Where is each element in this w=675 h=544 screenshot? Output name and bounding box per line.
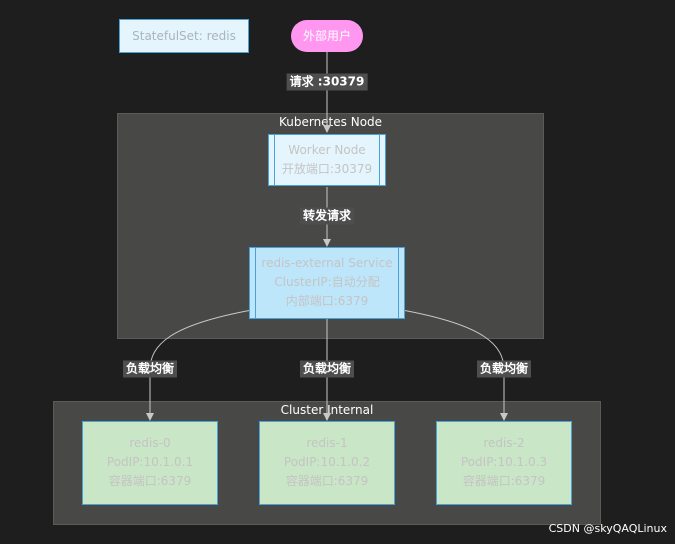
redis-1-pod-node: redis-1 PodIP:10.1.0.2 容器端口:6379 (259, 421, 395, 505)
pod-name: redis-1 (306, 436, 348, 450)
edge-label-request: 请求 :30379 (286, 73, 368, 91)
edge-label-lb-right: 负载均衡 (476, 360, 532, 378)
service-inner-border-right (398, 248, 399, 318)
service-internal-port: 内部端口:6379 (285, 294, 369, 308)
kubernetes-node-title: Kubernetes Node (278, 115, 383, 129)
service-name: redis-external Service (261, 256, 393, 270)
external-user-node: 外部用户 (291, 20, 363, 52)
worker-node-title: Worker Node (288, 143, 366, 157)
worker-node-port: 开放端口:30379 (281, 162, 373, 176)
pod-ip: PodIP:10.1.0.1 (106, 455, 194, 469)
redis-0-pod-node: redis-0 PodIP:10.1.0.1 容器端口:6379 (82, 421, 218, 505)
pod-ip: PodIP:10.1.0.3 (460, 455, 548, 469)
statefulset-node: StatefulSet: redis (119, 19, 249, 53)
edge-label-lb-left: 负载均衡 (122, 360, 178, 378)
pod-name: redis-2 (483, 436, 525, 450)
service-inner-border-left (255, 248, 256, 318)
edge-label-forward: 转发请求 (299, 207, 355, 225)
pod-name: redis-0 (129, 436, 171, 450)
worker-node-inner-border-right (379, 135, 380, 185)
pod-port: 容器端口:6379 (462, 474, 546, 488)
worker-node: Worker Node 开放端口:30379 (268, 134, 386, 186)
redis-external-service-node: redis-external Service ClusterIP:自动分配 内部… (249, 247, 405, 319)
pod-port: 容器端口:6379 (285, 474, 369, 488)
pod-ip: PodIP:10.1.0.2 (283, 455, 371, 469)
service-cluster-ip: ClusterIP:自动分配 (274, 275, 380, 289)
redis-2-pod-node: redis-2 PodIP:10.1.0.3 容器端口:6379 (436, 421, 572, 505)
statefulset-label: StatefulSet: redis (132, 29, 236, 43)
external-user-label: 外部用户 (302, 29, 351, 43)
edge-label-lb-mid: 负载均衡 (299, 360, 355, 378)
pod-port: 容器端口:6379 (108, 474, 192, 488)
worker-node-inner-border-left (274, 135, 275, 185)
watermark: CSDN @skyQAQLinux (548, 522, 667, 535)
